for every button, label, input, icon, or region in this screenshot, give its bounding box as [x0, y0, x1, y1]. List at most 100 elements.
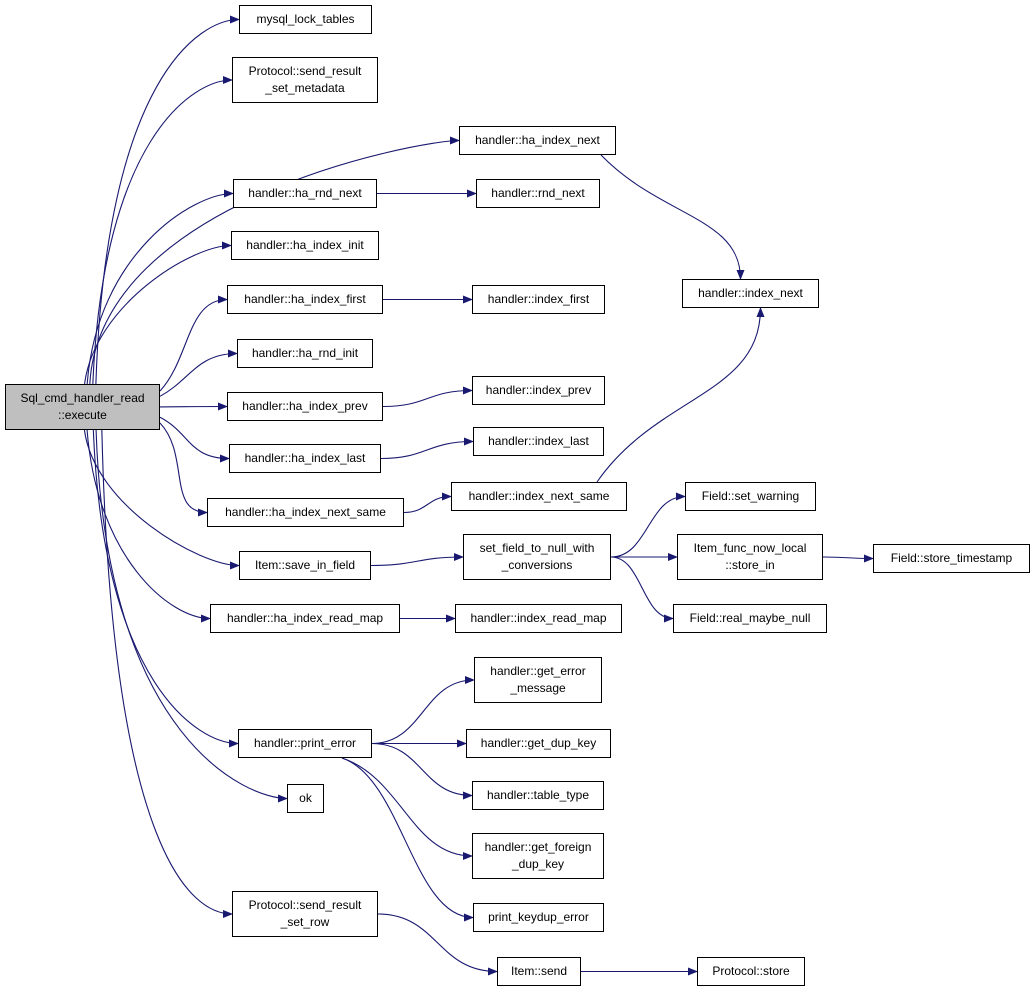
node-label-line: Protocol::send_result [248, 898, 362, 912]
node-handler-index-read-map[interactable]: handler::index_read_map [455, 604, 622, 633]
edge-print-error-to-table-type [371, 742, 473, 800]
node-handler-index-first[interactable]: handler::index_first [472, 285, 605, 314]
node-field-store-timestamp[interactable]: Field::store_timestamp [873, 544, 1030, 573]
node-label-line: Item_func_now_local [693, 541, 807, 555]
node-label-line: handler::ha_rnd_next [248, 186, 362, 200]
node-handler-ha-index-prev[interactable]: handler::ha_index_prev [227, 392, 383, 421]
node-label-line: handler::index_first [487, 292, 590, 306]
node-label-line: Item::send [510, 964, 568, 978]
node-label-line: handler::get_dup_key [480, 736, 597, 750]
node-protocol-send-result-set-metadata[interactable]: Protocol::send_result _set_metadata [232, 57, 378, 103]
node-item-send[interactable]: Item::send [497, 957, 581, 986]
node-label-line: handler::get_error [490, 664, 586, 678]
edge-print-error-to-print-keydup-error [341, 757, 474, 922]
edge-root-to-ha-rnd-init [159, 349, 238, 397]
node-label-line: ::execute [58, 408, 107, 422]
node-label-line: handler::index_last [488, 434, 589, 448]
edge-root-to-ha-rnd-next [86, 189, 234, 385]
node-handler-ha-index-next-same[interactable]: handler::ha_index_next_same [207, 498, 404, 527]
node-handler-table-type[interactable]: handler::table_type [472, 781, 604, 810]
edge-set-field-to-null-to-set-warning [610, 492, 686, 558]
node-handler-ha-index-init[interactable]: handler::ha_index_init [231, 231, 379, 260]
node-label-line: handler::ha_index_next [475, 133, 600, 147]
node-handler-ha-index-last[interactable]: handler::ha_index_last [229, 444, 381, 473]
node-label-line: handler::print_error [253, 736, 357, 750]
node-handler-ha-index-read-map[interactable]: handler::ha_index_read_map [210, 604, 400, 633]
node-label-line: handler::ha_index_next_same [225, 505, 386, 519]
node-label-line: _dup_key [511, 857, 565, 871]
node-label-line: ok [299, 791, 312, 805]
edge-root-to-save-in-field [83, 429, 240, 570]
edge-save-in-field-to-set-field-to-null [370, 553, 464, 567]
node-handler-rnd-next[interactable]: handler::rnd_next [476, 179, 600, 208]
node-field-set-warning[interactable]: Field::set_warning [685, 482, 816, 511]
node-handler-ha-rnd-init[interactable]: handler::ha_rnd_init [237, 339, 373, 368]
edge-root-to-ha-index-init [84, 241, 232, 385]
node-label-line: ::store_in [725, 558, 775, 572]
edge-root-to-ha-index-read-map [86, 429, 211, 623]
node-label-line: handler::index_read_map [470, 611, 607, 625]
node-label-line: handler::get_foreign [484, 840, 592, 854]
node-label-line: Protocol::send_result [248, 64, 362, 78]
node-handler-index-next[interactable]: handler::index_next [682, 279, 819, 308]
node-label-line: handler::index_next [698, 286, 803, 300]
edge-ha-index-prev-to-index-prev [382, 386, 473, 408]
edge-print-error-to-get-error-message [371, 676, 475, 745]
node-label-line: _message [510, 681, 566, 695]
node-label-line: Field::store_timestamp [890, 551, 1013, 565]
node-label-line: print_keydup_error [488, 910, 589, 924]
node-label-line: handler::ha_index_prev [242, 399, 368, 413]
node-print-keydup-error[interactable]: print_keydup_error [473, 903, 604, 932]
node-label-line: handler::ha_rnd_init [251, 346, 359, 360]
node-label-line: _set_metadata [265, 81, 345, 95]
node-label-line: handler::index_prev [485, 383, 592, 397]
edge-root-to-send-result-set-row [101, 429, 233, 918]
node-handler-ha-index-first[interactable]: handler::ha_index_first [227, 285, 383, 314]
node-label-line: _conversions [501, 558, 573, 572]
node-set-field-to-null-with-conversions[interactable]: set_field_to_null_with _conversions [463, 534, 611, 580]
node-protocol-store[interactable]: Protocol::store [697, 957, 805, 986]
node-label-line: handler::rnd_next [491, 186, 585, 200]
edge-ha-index-next-to-index-next [600, 154, 745, 280]
node-sql-cmd-handler-read-execute: Sql_cmd_handler_read ::execute [5, 384, 160, 430]
edge-root-to-ha-index-last [159, 416, 230, 463]
edge-index-next-same-to-index-next [596, 307, 765, 483]
node-label-line: Field::set_warning [701, 489, 800, 503]
node-item-save-in-field[interactable]: Item::save_in_field [239, 551, 371, 580]
node-protocol-send-result-set-row[interactable]: Protocol::send_result _set_row [232, 891, 378, 937]
edge-send-result-set-row-to-item-send [377, 913, 498, 976]
edge-root-to-ha-index-first [159, 295, 228, 392]
node-handler-print-error[interactable]: handler::print_error [238, 729, 372, 758]
node-label-line: handler::ha_index_last [244, 451, 366, 465]
edge-root-to-mysql-lock-tables [95, 15, 240, 385]
node-handler-get-foreign-dup-key[interactable]: handler::get_foreign _dup_key [472, 833, 604, 879]
node-label-line: Sql_cmd_handler_read [20, 391, 145, 405]
edge-set-field-to-null-to-real-maybe-null [610, 556, 674, 623]
node-handler-ha-rnd-next[interactable]: handler::ha_rnd_next [233, 179, 377, 208]
node-label-line: Item::save_in_field [254, 558, 356, 572]
node-mysql-lock-tables[interactable]: mysql_lock_tables [239, 5, 372, 34]
node-handler-index-prev[interactable]: handler::index_prev [472, 376, 605, 405]
node-item-func-now-local-store-in[interactable]: Item_func_now_local ::store_in [677, 534, 823, 580]
node-handler-index-last[interactable]: handler::index_last [473, 427, 604, 456]
node-label-line: Field::real_maybe_null [689, 611, 811, 625]
edge-print-error-to-get-foreign-dup-key [341, 757, 473, 860]
node-handler-get-error-message[interactable]: handler::get_error _message [474, 657, 602, 703]
node-field-real-maybe-null[interactable]: Field::real_maybe_null [673, 604, 827, 633]
node-label-line: handler::ha_index_init [246, 238, 364, 252]
edge-root-to-print-error [92, 429, 239, 748]
edge-root-to-send-result-set-metadata [92, 76, 233, 385]
node-handler-get-dup-key[interactable]: handler::get_dup_key [466, 729, 611, 758]
node-handler-index-next-same[interactable]: handler::index_next_same [451, 482, 627, 511]
edge-root-to-ha-index-next-same [159, 422, 208, 517]
node-label-line: handler::index_next_same [468, 489, 610, 503]
node-ok[interactable]: ok [287, 784, 324, 813]
node-label-line: Protocol::store [712, 964, 790, 978]
node-label-line: handler::ha_index_first [244, 292, 366, 306]
node-label-line: handler::ha_index_read_map [226, 611, 384, 625]
node-handler-ha-index-next[interactable]: handler::ha_index_next [459, 126, 616, 155]
node-label-line: handler::table_type [486, 788, 590, 802]
node-label-line: set_field_to_null_with [479, 541, 595, 555]
